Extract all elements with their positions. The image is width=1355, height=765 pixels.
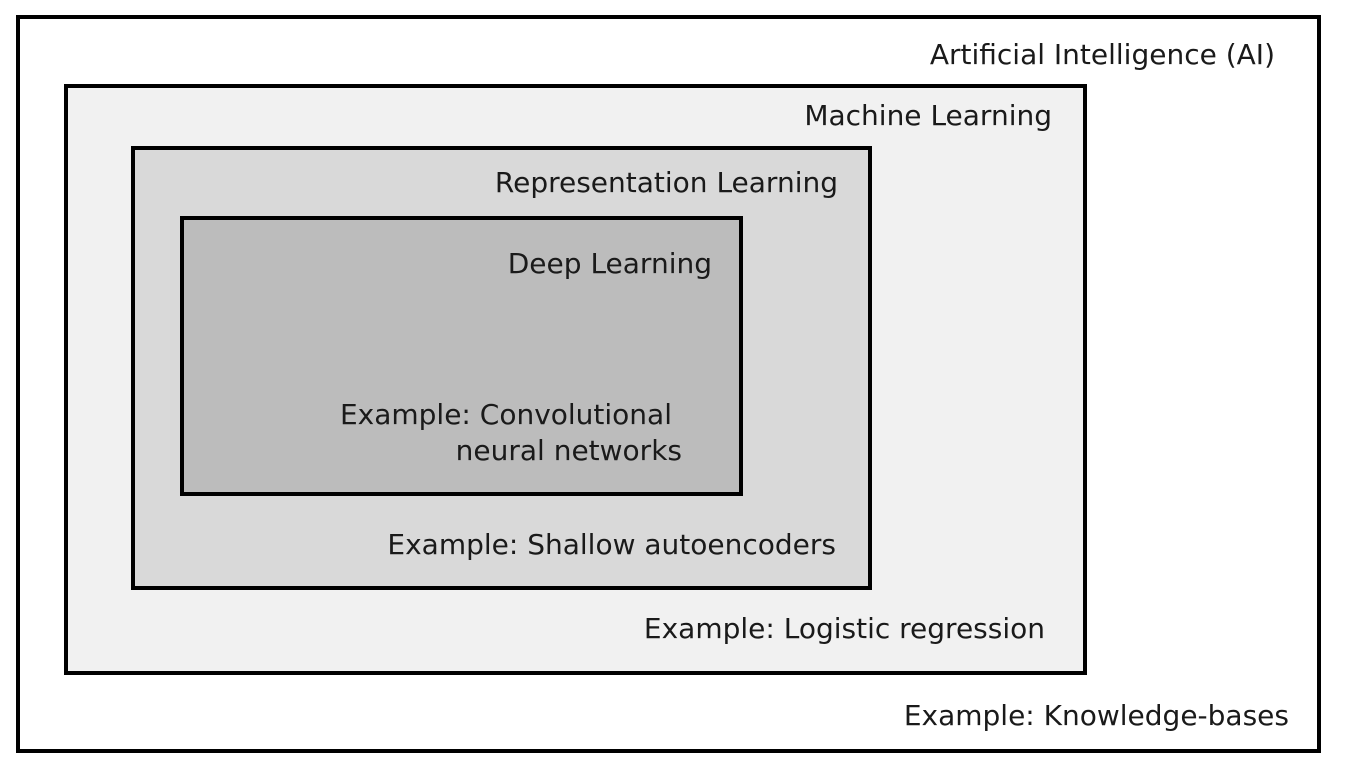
ai-title: Artificial Intelligence (AI) bbox=[929, 38, 1275, 71]
ai-example: Example: Knowledge-bases bbox=[903, 699, 1289, 732]
deep-learning-region bbox=[180, 216, 743, 496]
deep-learning-title: Deep Learning bbox=[507, 247, 712, 280]
representation-learning-title: Representation Learning bbox=[494, 166, 838, 199]
representation-learning-example: Example: Shallow autoencoders bbox=[387, 528, 836, 561]
machine-learning-example: Example: Logistic regression bbox=[643, 612, 1045, 645]
machine-learning-title: Machine Learning bbox=[804, 99, 1052, 132]
deep-learning-example-line2: neural networks bbox=[455, 434, 682, 467]
deep-learning-example-line1: Example: Convolutional bbox=[339, 398, 672, 431]
